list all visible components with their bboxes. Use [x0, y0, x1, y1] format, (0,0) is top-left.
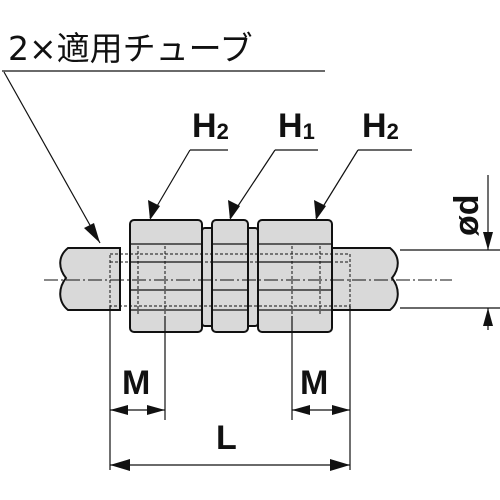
dimension-od: ød — [400, 175, 500, 330]
title-leader-line — [3, 71, 101, 244]
dimension-l: L — [110, 419, 350, 471]
label-h1: H1 — [228, 107, 318, 220]
tube-left — [59, 247, 121, 311]
svg-text:H1: H1 — [278, 107, 315, 145]
nut-left — [129, 219, 203, 333]
svg-text:ød: ød — [448, 194, 486, 236]
body-middle — [201, 219, 259, 333]
svg-text:M: M — [122, 364, 150, 402]
tube-title: 2×適用チューブ — [8, 29, 253, 68]
tube-right — [329, 247, 399, 311]
svg-text:H2: H2 — [362, 107, 399, 145]
label-h2-left: H2 — [148, 107, 229, 220]
svg-text:H2: H2 — [192, 107, 229, 145]
svg-text:L: L — [216, 419, 237, 457]
dimension-m-right: M — [291, 306, 351, 470]
title-leader-arrow — [84, 223, 100, 243]
dimension-m-left: M — [109, 306, 166, 470]
nut-right — [257, 219, 333, 333]
svg-text:M: M — [300, 364, 328, 402]
label-h2-right: H2 — [314, 107, 412, 220]
